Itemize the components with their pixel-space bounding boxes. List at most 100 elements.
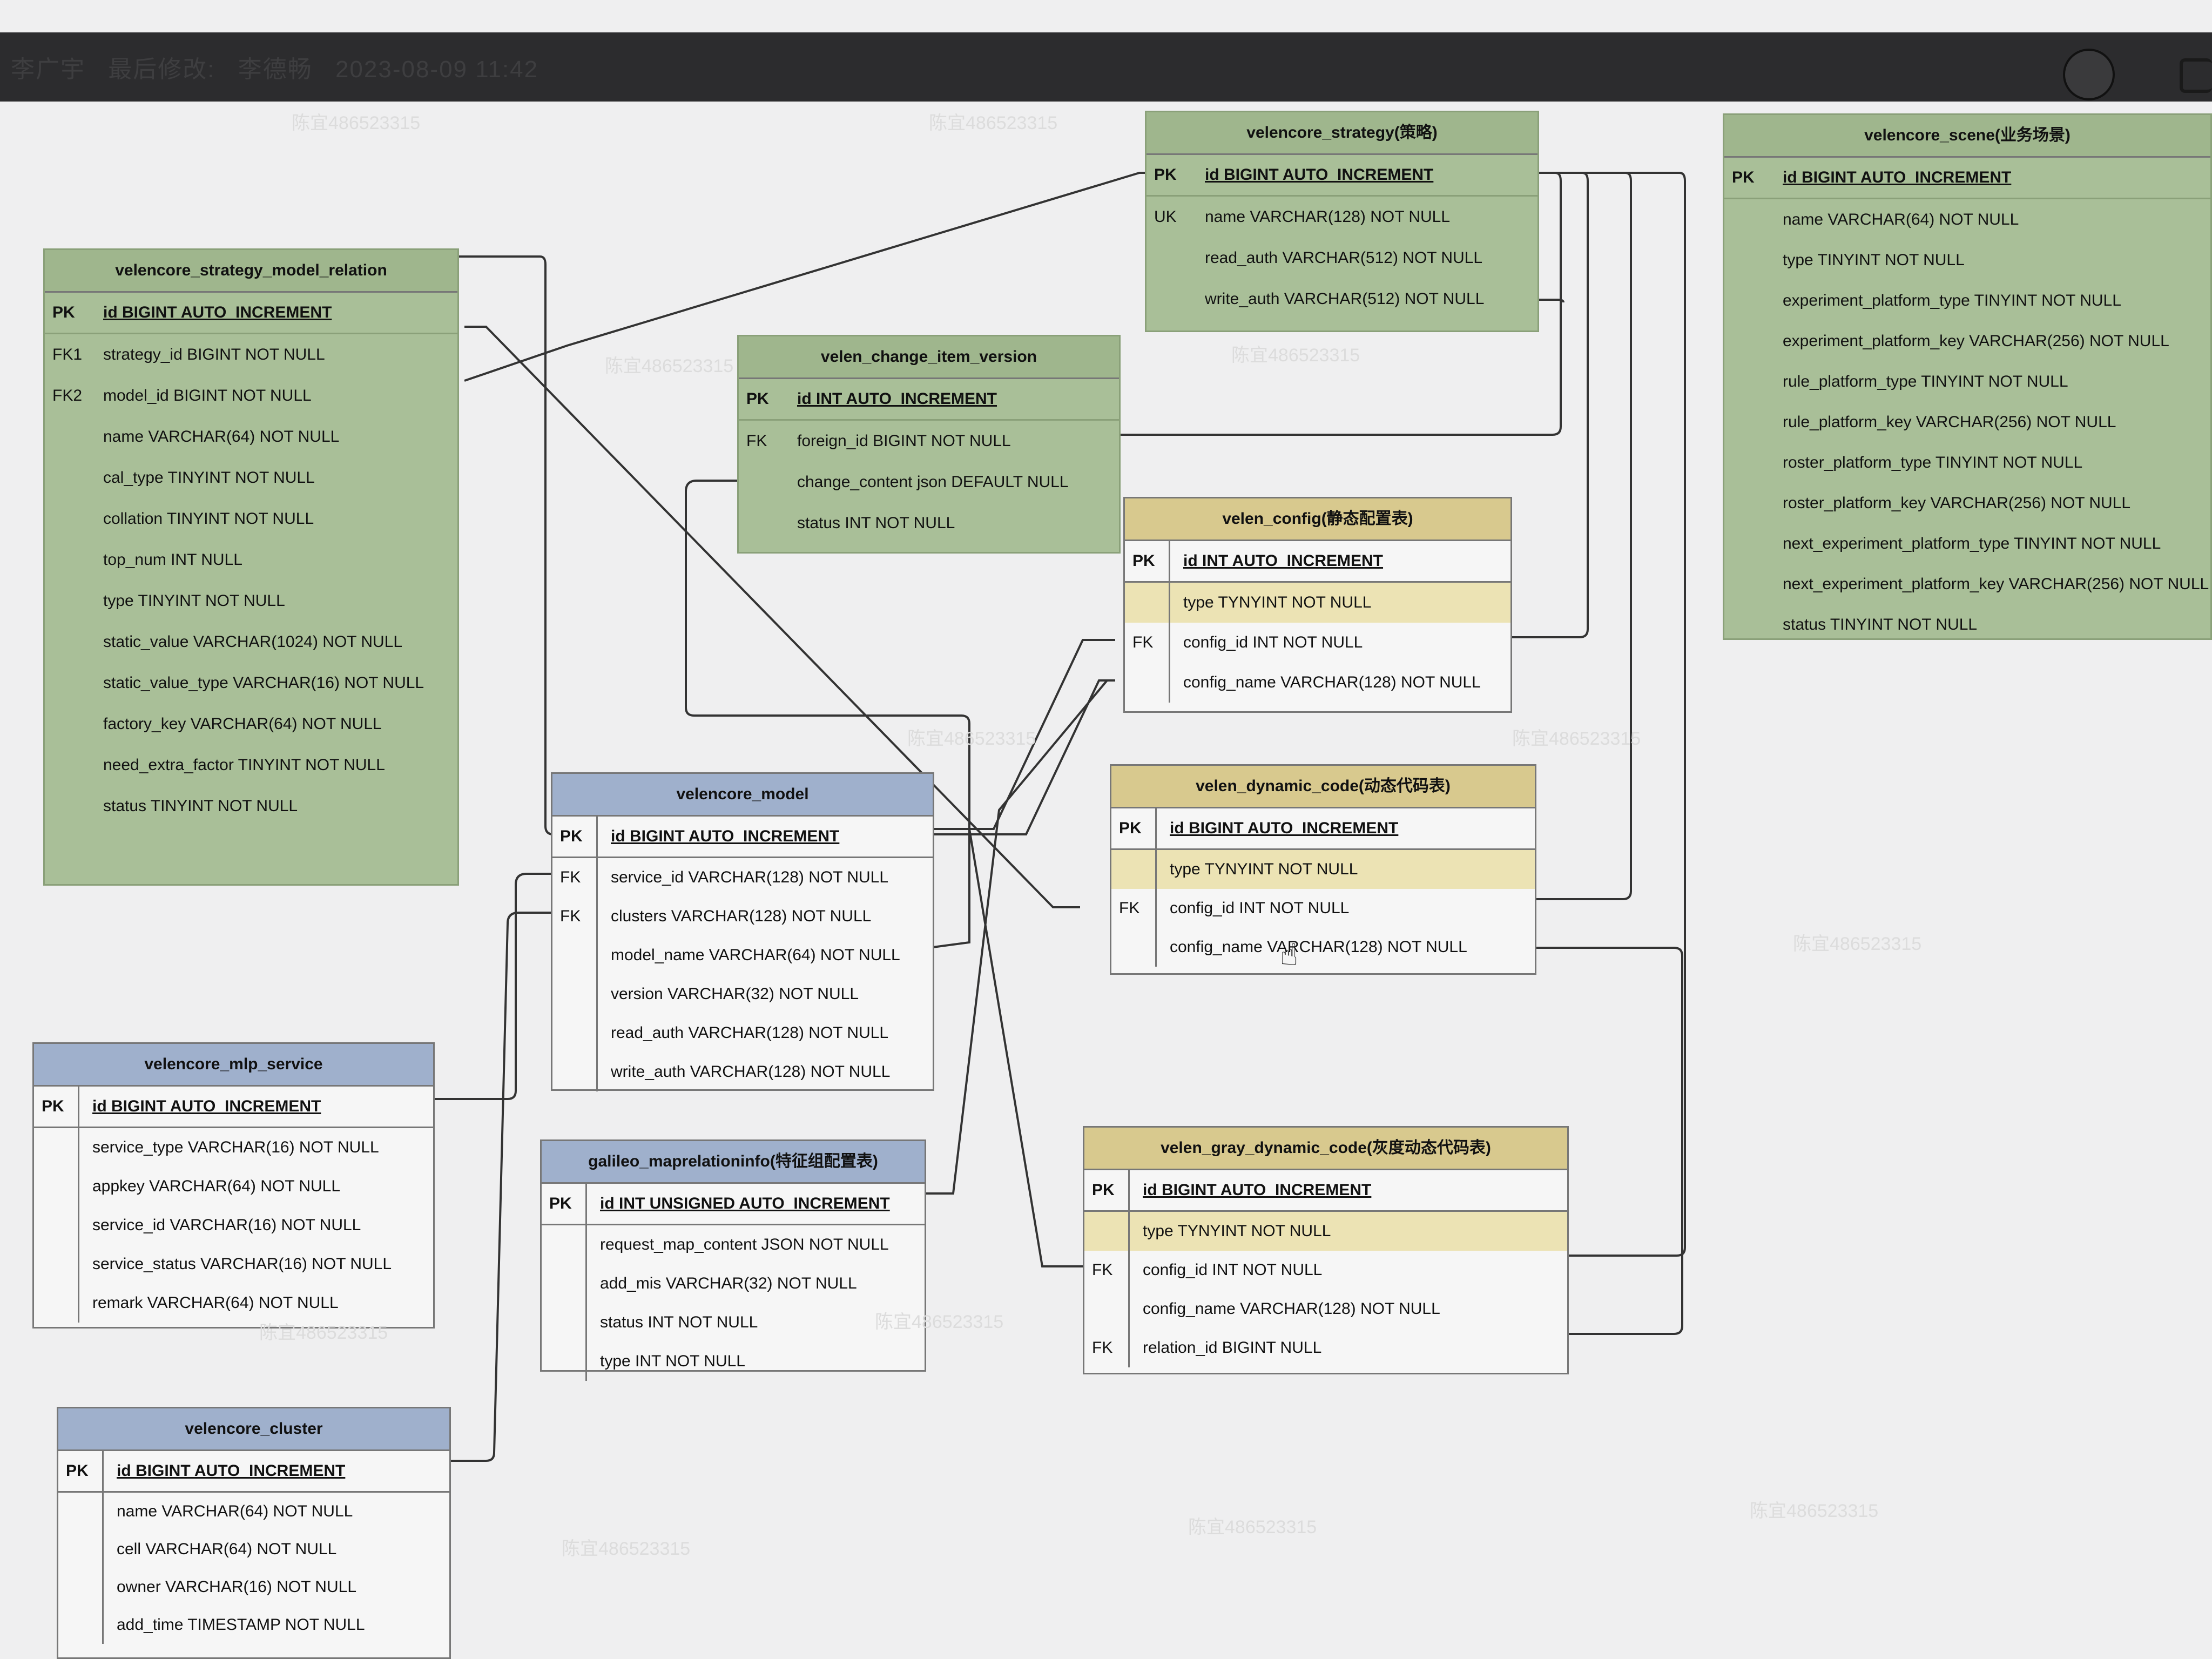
column-row[interactable]: type INT NOT NULL — [542, 1342, 925, 1381]
column-row[interactable]: rule_platform_type TINYINT NOT NULL — [1724, 361, 2210, 402]
lock-icon[interactable] — [2180, 58, 2212, 93]
column-row[interactable]: roster_platform_key VARCHAR(256) NOT NUL… — [1724, 483, 2210, 523]
table-title: velencore_mlp_service — [34, 1044, 433, 1087]
key-badge: UK — [1154, 208, 1177, 226]
key-badge — [1125, 583, 1170, 623]
watermark: 陈宜486523315 — [1793, 934, 1922, 954]
column-row[interactable]: cal_type TINYINT NOT NULL — [45, 457, 457, 498]
column-row[interactable]: next_experiment_platform_type TINYINT NO… — [1724, 523, 2210, 564]
column-row[interactable]: top_num INT NULL — [45, 539, 457, 581]
column-row[interactable]: write_auth VARCHAR(128) NOT NULL — [552, 1053, 933, 1091]
column-row[interactable]: experiment_platform_type TINYINT NOT NUL… — [1724, 280, 2210, 321]
column-row[interactable]: status TINYINT NOT NULL — [45, 786, 457, 827]
column-row[interactable]: config_name VARCHAR(128) NOT NULL — [1125, 663, 1510, 703]
column-row[interactable]: appkey VARCHAR(64) NOT NULL — [34, 1167, 433, 1206]
column-row[interactable]: static_value_type VARCHAR(16) NOT NULL — [45, 663, 457, 704]
column-row[interactable]: static_value VARCHAR(1024) NOT NULL — [45, 622, 457, 663]
column-row[interactable]: change_content json DEFAULT NULL — [739, 462, 1119, 503]
column-row[interactable]: name VARCHAR(64) NOT NULL — [45, 416, 457, 457]
column-definition: clusters VARCHAR(128) NOT NULL — [611, 907, 872, 925]
column-row[interactable]: read_auth VARCHAR(128) NOT NULL — [552, 1014, 933, 1053]
column-row[interactable]: remark VARCHAR(64) NOT NULL — [34, 1284, 433, 1323]
column-row[interactable]: next_experiment_platform_key VARCHAR(256… — [1724, 564, 2210, 604]
column-row[interactable]: status INT NOT NULL — [739, 503, 1119, 544]
column-row[interactable]: add_time TIMESTAMP NOT NULL — [58, 1606, 449, 1644]
column-row[interactable]: config_name VARCHAR(128) NOT NULL — [1111, 928, 1535, 967]
key-badge — [58, 1606, 104, 1644]
column-row[interactable]: owner VARCHAR(16) NOT NULL — [58, 1568, 449, 1606]
document-meta: 李广宇 最后修改: 李德畅 2023-08-09 11:42 — [11, 50, 554, 84]
column-row[interactable]: config_name VARCHAR(128) NOT NULL — [1084, 1290, 1567, 1328]
column-row[interactable]: experiment_platform_key VARCHAR(256) NOT… — [1724, 321, 2210, 361]
column-row[interactable]: service_type VARCHAR(16) NOT NULL — [34, 1128, 433, 1167]
watermark: 陈宜486523315 — [1188, 1517, 1317, 1537]
key-badge — [45, 704, 90, 745]
column-row[interactable]: type TYNYINT NOT NULL — [1084, 1212, 1567, 1251]
column-row[interactable]: name VARCHAR(64) NOT NULL — [58, 1493, 449, 1530]
key-badge — [34, 1284, 79, 1323]
column-definition: status INT NOT NULL — [797, 514, 955, 532]
column-row[interactable]: request_map_content JSON NOT NULL — [542, 1225, 925, 1264]
column-definition: id INT AUTO_INCREMENT — [797, 390, 997, 408]
column-row[interactable]: status TINYINT NOT NULL — [1724, 604, 2210, 645]
column-row[interactable]: type TINYINT NOT NULL — [1724, 240, 2210, 280]
column-row[interactable]: roster_platform_type TINYINT NOT NULL — [1724, 442, 2210, 483]
column-row[interactable]: type TYNYINT NOT NULL — [1111, 850, 1535, 889]
column-row[interactable]: add_mis VARCHAR(32) NOT NULL — [542, 1264, 925, 1303]
column-row[interactable]: need_extra_factor TINYINT NOT NULL — [45, 745, 457, 786]
key-badge: PK — [1732, 168, 1755, 186]
column-row[interactable]: service_id VARCHAR(16) NOT NULL — [34, 1206, 433, 1245]
table-title: velencore_strategy(策略) — [1147, 112, 1537, 155]
column-row[interactable]: factory_key VARCHAR(64) NOT NULL — [45, 704, 457, 745]
key-badge — [58, 1530, 104, 1568]
column-row[interactable]: type TYNYINT NOT NULL — [1125, 583, 1510, 623]
key-badge: PK — [552, 817, 598, 857]
column-row[interactable]: service_status VARCHAR(16) NOT NULL — [34, 1245, 433, 1284]
column-definition: roster_platform_type TINYINT NOT NULL — [1783, 453, 2083, 471]
column-row[interactable]: cell VARCHAR(64) NOT NULL — [58, 1530, 449, 1568]
column-row[interactable]: name VARCHAR(64) NOT NULL — [1724, 199, 2210, 240]
column-definition: collation TINYINT NOT NULL — [103, 510, 314, 528]
column-row[interactable]: collation TINYINT NOT NULL — [45, 498, 457, 539]
user-avatar[interactable] — [2063, 49, 2115, 100]
column-row[interactable]: version VARCHAR(32) NOT NULL — [552, 975, 933, 1014]
column-row[interactable]: type TINYINT NOT NULL — [45, 581, 457, 622]
column-row[interactable]: status INT NOT NULL — [542, 1303, 925, 1342]
column-row[interactable]: model_name VARCHAR(64) NOT NULL — [552, 936, 933, 975]
column-row[interactable]: write_auth VARCHAR(512) NOT NULL — [1147, 279, 1537, 320]
column-row[interactable]: rule_platform_key VARCHAR(256) NOT NULL — [1724, 402, 2210, 442]
column-row[interactable]: read_auth VARCHAR(512) NOT NULL — [1147, 238, 1537, 279]
